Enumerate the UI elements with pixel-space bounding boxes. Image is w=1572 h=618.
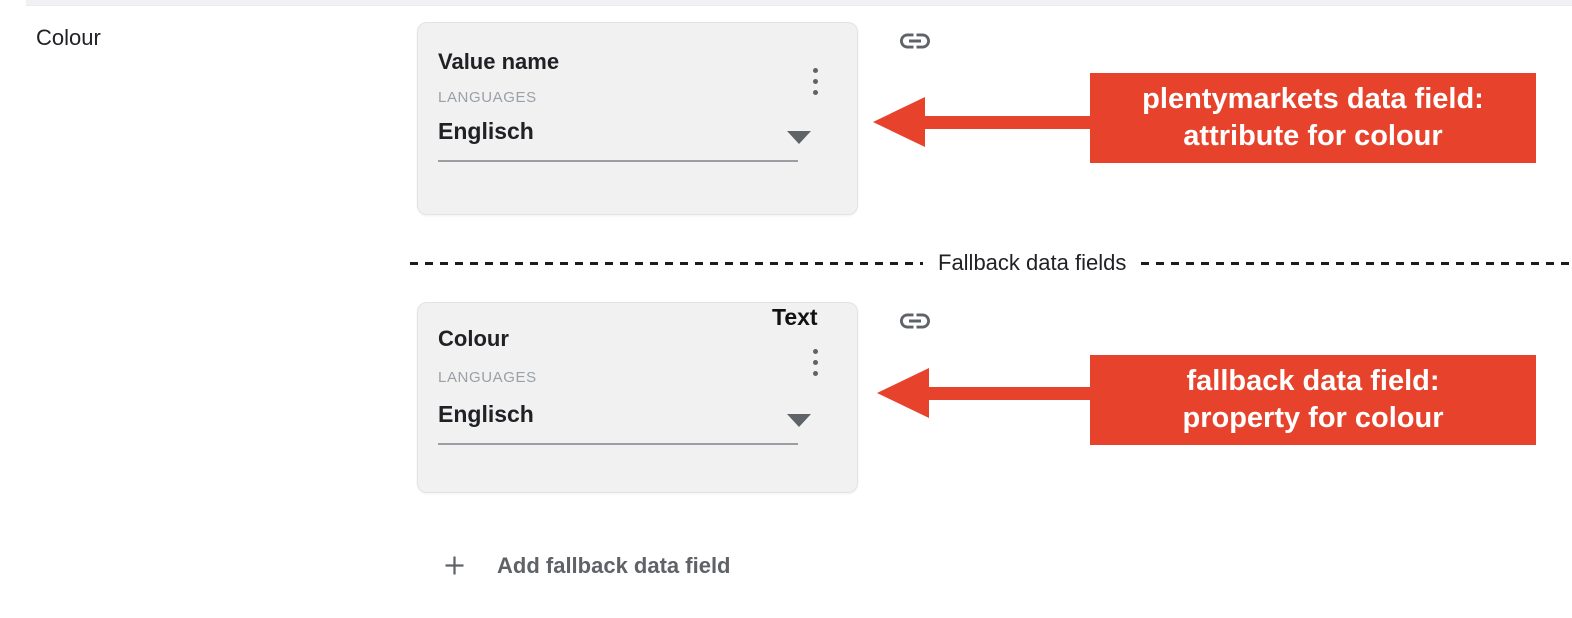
link-icon[interactable] <box>897 23 933 59</box>
kebab-dot <box>813 90 818 95</box>
add-fallback-button[interactable]: Add fallback data field <box>441 552 731 579</box>
annotation-label-primary: plentymarkets data field: attribute for … <box>1090 73 1536 163</box>
annotation-arrow-shaft <box>927 387 1090 400</box>
kebab-dot <box>813 371 818 376</box>
dropdown-arrow-icon <box>787 131 811 144</box>
divider-dash-left <box>410 261 923 265</box>
annotation-arrow-head <box>877 368 929 418</box>
language-select-value: Englisch <box>438 401 534 427</box>
data-field-title: Value name <box>438 49 560 74</box>
annotation-line: property for colour <box>1182 402 1444 434</box>
language-select[interactable]: Englisch <box>438 116 815 162</box>
kebab-dot <box>813 68 818 73</box>
fallback-divider: Fallback data fields <box>410 250 1572 276</box>
kebab-dot <box>813 360 818 365</box>
data-field-title: Colour <box>438 326 509 351</box>
select-underline <box>438 160 798 162</box>
language-select-value: Englisch <box>438 118 534 144</box>
fallback-divider-label: Fallback data fields <box>938 250 1127 275</box>
language-select[interactable]: Englisch <box>438 399 815 445</box>
primary-data-field-card: Value name LANGUAGES Englisch <box>417 22 858 215</box>
kebab-menu-icon[interactable] <box>811 66 820 97</box>
kebab-menu-icon[interactable] <box>811 347 820 378</box>
kebab-dot <box>813 349 818 354</box>
annotation-line: fallback data field: <box>1186 365 1440 397</box>
link-icon[interactable] <box>897 303 933 339</box>
language-group-label: LANGUAGES <box>438 369 537 386</box>
kebab-dot <box>813 79 818 84</box>
dropdown-arrow-icon <box>787 414 811 427</box>
fallback-data-field-card: Text Colour LANGUAGES Englisch <box>417 302 858 493</box>
annotation-line: attribute for colour <box>1183 120 1443 152</box>
data-type-badge: Text <box>772 304 818 330</box>
annotation-line: plentymarkets data field: <box>1142 83 1484 115</box>
row-label: Colour <box>36 25 101 50</box>
divider-dash-right <box>1141 261 1572 265</box>
annotation-label-fallback: fallback data field: property for colour <box>1090 355 1536 445</box>
plus-icon <box>445 556 464 575</box>
annotation-arrow-head <box>873 97 925 147</box>
select-underline <box>438 443 798 445</box>
row-divider-strip <box>26 0 1572 6</box>
annotation-arrow-shaft <box>923 116 1090 129</box>
add-fallback-label: Add fallback data field <box>497 552 731 578</box>
language-group-label: LANGUAGES <box>438 89 537 106</box>
